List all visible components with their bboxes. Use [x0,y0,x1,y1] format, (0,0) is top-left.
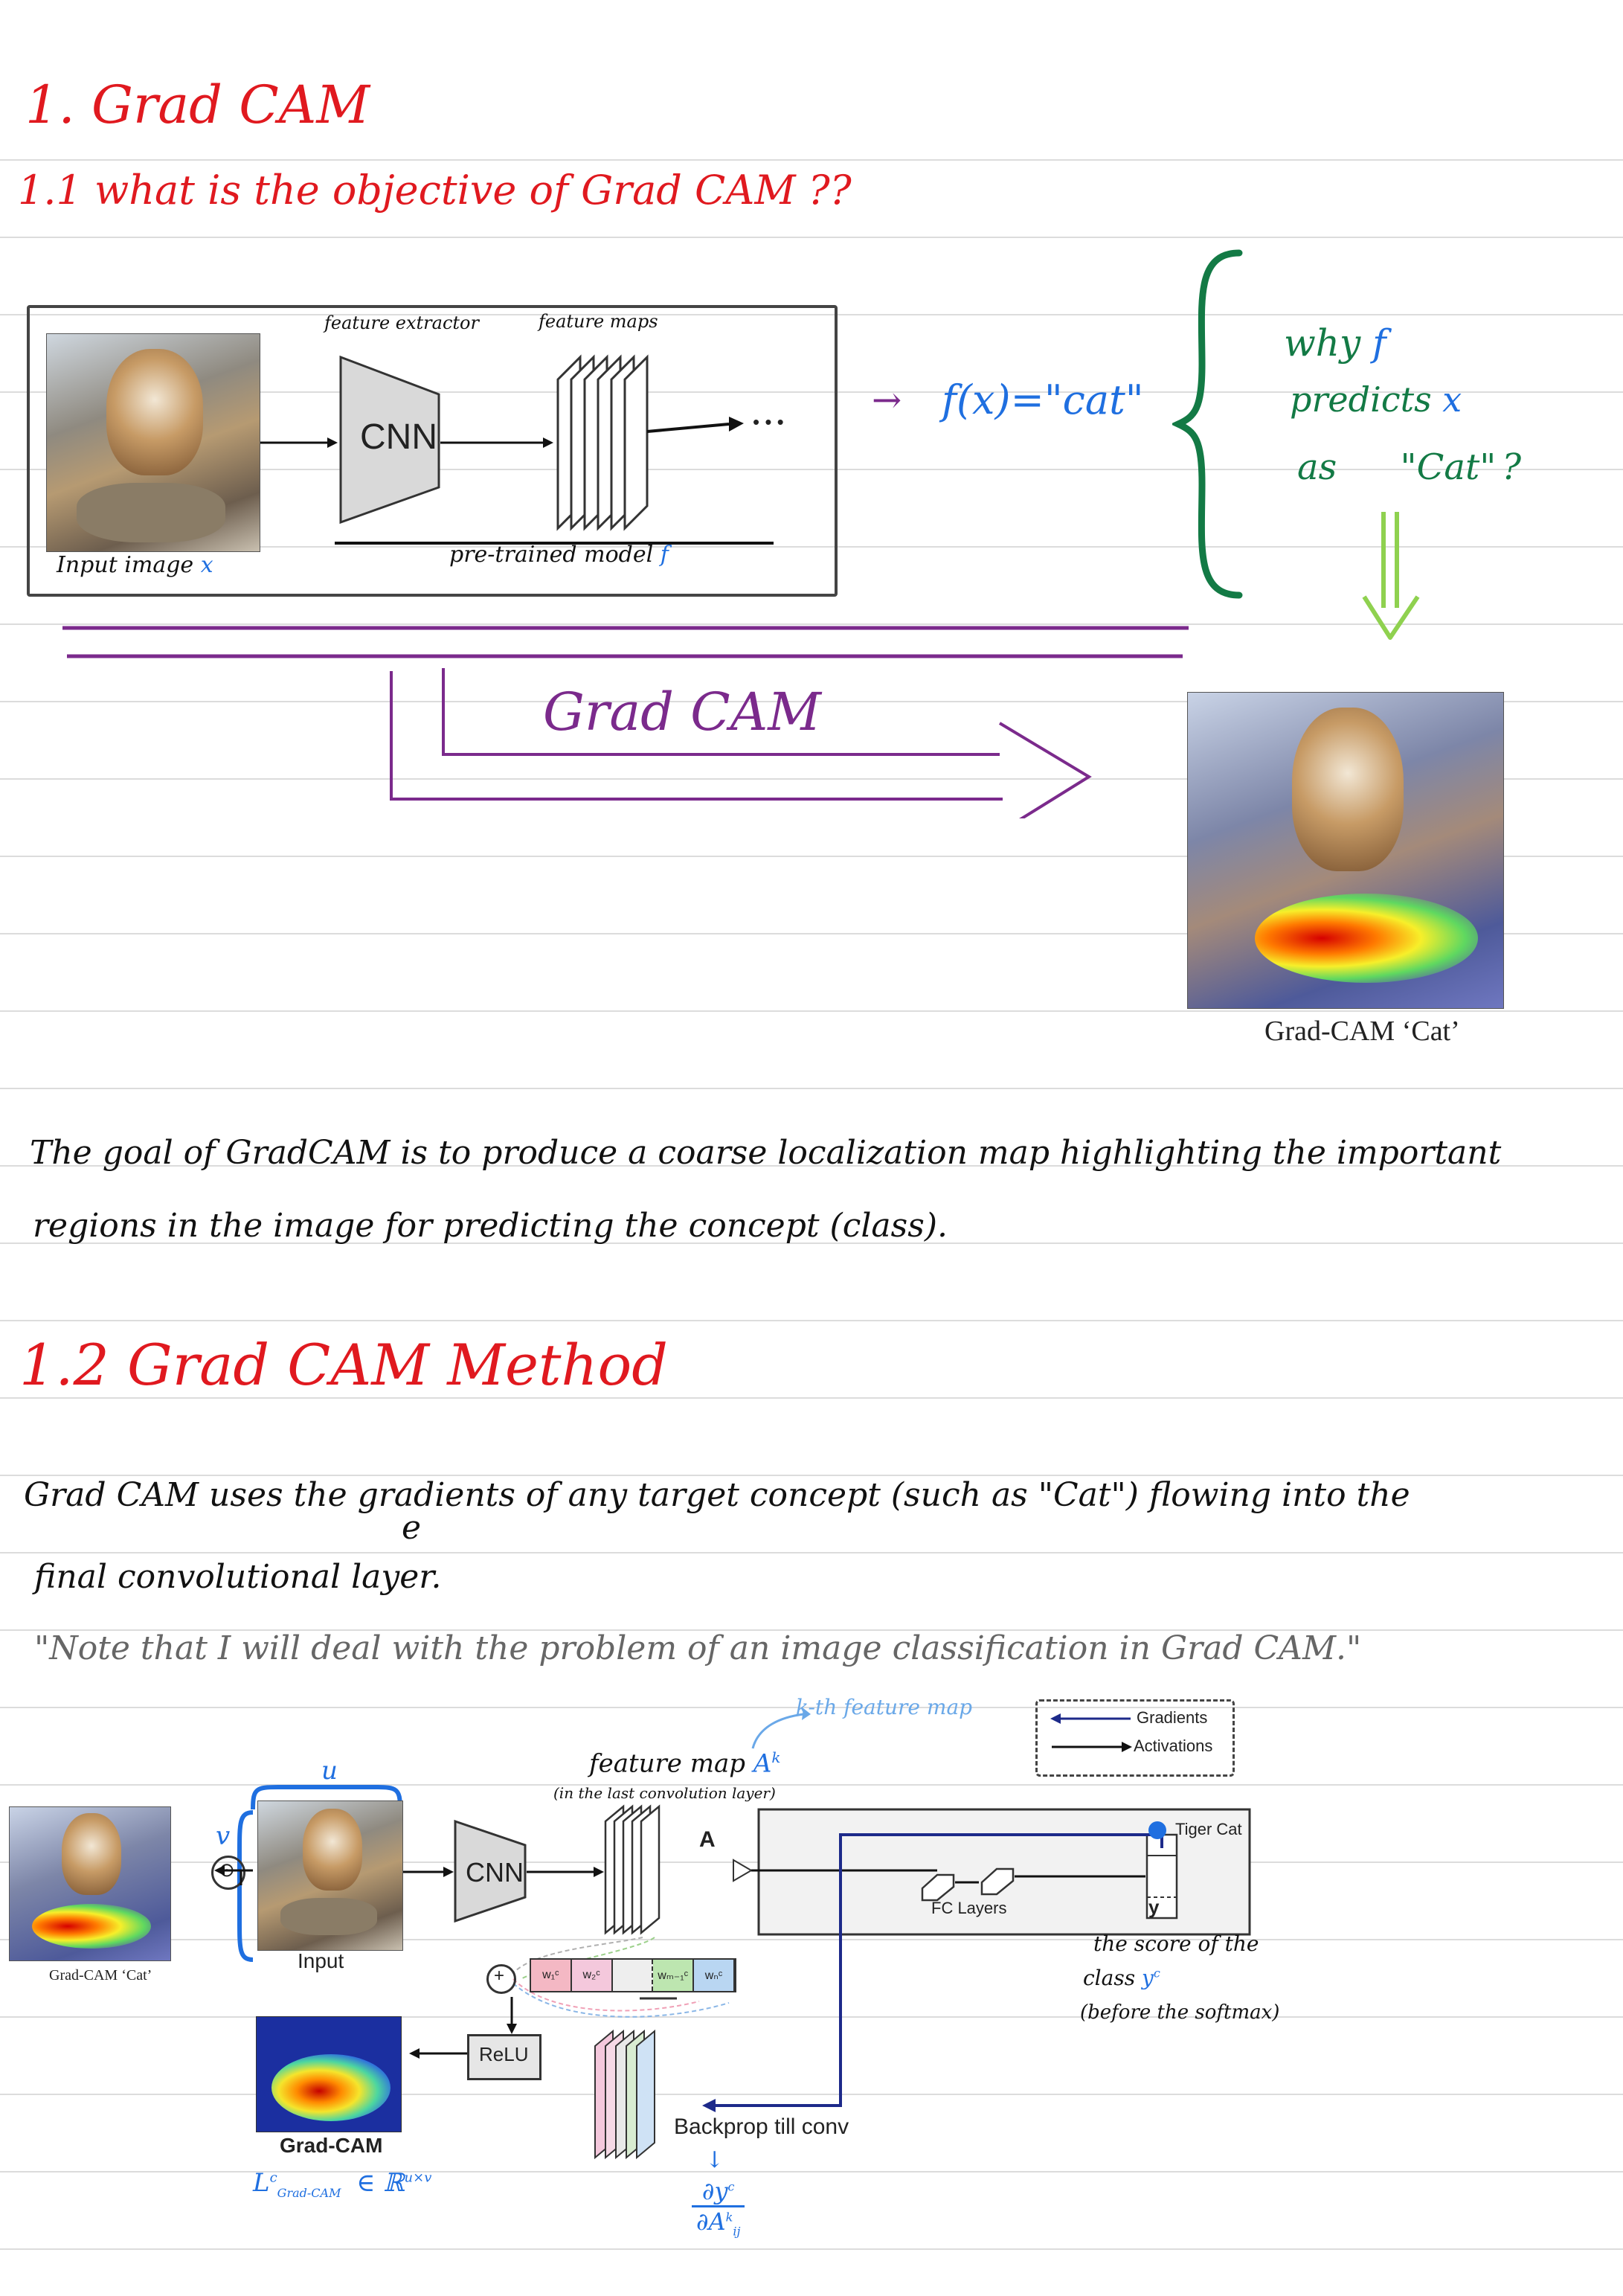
gradient-formula: ∂yc ∂Akij [692,2177,745,2238]
weight-cell: w₂ᶜ [571,1960,613,1991]
notebook-rule-line [0,1552,1623,1553]
prediction-arrow: → [872,379,902,421]
score-line3: (before the softmax) [1080,2001,1280,2024]
notebook-rule-line [0,933,1623,934]
gradcam-result-image [1187,692,1504,1009]
notebook-rule-line [0,701,1623,702]
notebook-rule-line [0,1784,1623,1786]
down-arrow-icon [1362,512,1420,640]
notebook-rule-line [0,2171,1623,2172]
notebook-rule-line [0,1165,1623,1167]
gradcam-result-caption: Grad-CAM ‘Cat’ [1264,1016,1460,1047]
v-bracket [237,1810,254,1962]
curly-brace [1172,249,1243,599]
question-line2: predicts x [1290,379,1462,420]
input-image-label: Input image x [57,552,213,578]
notebook-rule-line [0,623,1623,625]
u-label: u [321,1756,338,1786]
notebook-rule-line [0,1242,1623,1244]
left-gradcam-image [9,1806,171,1961]
gradcam-heatmap-label: Grad-CAM [280,2134,383,2157]
gradcam-heatmap [256,2016,402,2132]
tiger-cat-marker [1148,1821,1166,1839]
gradcam-arrow-label: Grad CAM [543,682,821,743]
cnn-label-diagram: CNN [466,1857,524,1888]
notebook-rule-line [0,391,1623,393]
a-label: A [699,1827,716,1852]
ellipsis-dots: • • • [753,411,784,433]
cnn-pipeline-drawing [260,354,774,545]
goal-line2: regions in the image for predicting the … [33,1207,948,1245]
pretrained-model-label: pre-trained model f [449,542,669,568]
question-line1: why f [1284,321,1386,365]
notebook-rule-line [0,159,1623,161]
notebook-rule-line [0,1629,1623,1631]
feature-extractor-label: feature extractor [324,312,479,333]
notebook-rule-line [0,1707,1623,1708]
feature-map-subtitle: (in the last convolution layer) [553,1784,776,1802]
l-formula: LcGrad-CAM ∈ ℝu×v [253,2168,432,2200]
notebook-rule-line [0,856,1623,857]
method-correction: e [402,1509,422,1547]
tiger-cat-label: Tiger Cat [1175,1820,1242,1838]
odot-circle [211,1856,245,1890]
weight-cell: wₘ₋₁ᶜ [653,1960,695,1991]
y-label: y [1148,1896,1160,1918]
notebook-rule-line [0,1475,1623,1476]
notebook-rule-line [0,2248,1623,2250]
kth-arrow [751,1708,811,1749]
weight-cell [612,1960,654,1991]
legend-activations: Activations [1134,1737,1213,1755]
section1-subtitle: 1.1 what is the objective of Grad CAM ?? [18,167,852,214]
legend-box [1035,1699,1235,1777]
section1-title: 1. Grad CAM [25,74,370,135]
score-line1: the score of the [1093,1931,1259,1956]
feature-map-title: feature map Ak [589,1748,781,1779]
legend-arrows [1050,1713,1132,1752]
notebook-rule-line [0,1088,1623,1089]
backprop-label: Backprop till conv [674,2114,849,2139]
fc-layers-label: FC Layers [931,1899,1007,1917]
notebook-rule-line [0,1320,1623,1321]
gradcam-flow-arrow [62,626,1189,818]
pretrained-model-figure [27,305,838,597]
weight-cell: w₁ᶜ [531,1960,572,1991]
legend-gradients: Gradients [1137,1708,1208,1727]
v-label: v [216,1821,231,1851]
method-line2: final convolutional layer. [34,1558,442,1596]
input-image-photo [46,333,260,552]
notebook-rule-line [0,778,1623,780]
plus-circle [486,1964,516,1994]
notebook-rule-line [0,546,1623,548]
notebook-rule-line [0,1010,1623,1012]
notebook-rule-line [0,469,1623,470]
kth-feature-map-label: k-th feature map [796,1695,973,1719]
score-line2: class yc [1083,1966,1160,1990]
goal-line1: The goal of GradCAM is to produce a coar… [30,1134,1502,1172]
notebook-rule-line [0,2094,1623,2095]
feature-maps-label: feature maps [539,311,658,332]
gradcam-pipeline-drawing [214,1804,1251,2160]
backprop-down-arrow: ↓ [705,2147,724,2173]
weight-cell: wₙᶜ [694,1960,735,1991]
cnn-label: CNN [360,417,437,457]
u-bracket [251,1785,402,1810]
notebook-rule-line [0,1397,1623,1399]
relu-label: ReLU [479,2043,529,2065]
notebook-rule-line [0,237,1623,238]
method-note: "Note that I will deal with the problem … [34,1629,1362,1667]
notebook-rule-line [0,1939,1623,1940]
relu-box [467,2034,541,2080]
method-line1: Grad CAM uses the gradients of any targe… [24,1476,1410,1514]
section2-title: 1.2 Grad CAM Method [19,1332,668,1398]
notebook-rule-line [0,314,1623,315]
notebook-rule-line [0,2016,1623,2018]
plus-symbol: + [494,1966,505,1986]
question-line3: as "Cat"? [1297,446,1522,488]
prediction-text: f(x)="cat" [942,376,1144,423]
left-gradcam-caption: Grad-CAM ‘Cat’ [49,1967,152,1984]
input-label: Input [298,1949,344,1972]
input-photo [257,1800,403,1951]
